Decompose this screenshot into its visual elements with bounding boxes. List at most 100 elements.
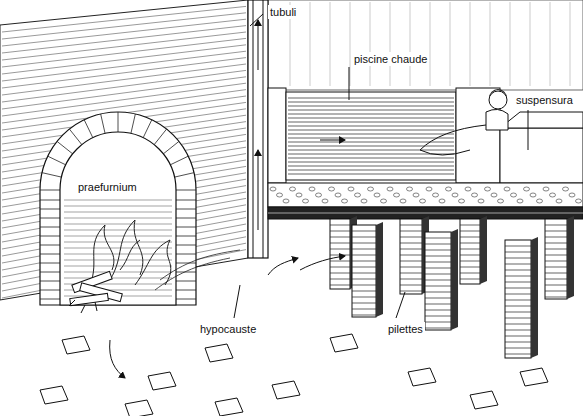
pilette-brick-joint: [505, 270, 531, 271]
pilette-brick-joint: [330, 231, 350, 232]
mortar-stone: [498, 199, 504, 203]
wall-tile-line: [310, 2, 311, 86]
pilette-side: [451, 229, 458, 330]
pilette-brick-joint: [425, 310, 451, 311]
jamb-brick-joint: [176, 263, 196, 264]
fire: [90, 220, 240, 290]
pilette-brick-joint: [425, 262, 451, 263]
opening-hatch: [64, 212, 172, 213]
jamb-brick-joint: [176, 299, 196, 300]
pilette-brick-joint: [505, 306, 531, 307]
arch-brick-joint: [57, 141, 73, 153]
pilette-brick-joint: [460, 237, 480, 238]
arch-brick-joint: [175, 173, 194, 177]
pilette-brick-joint: [460, 261, 480, 262]
pilette-brick-joint: [352, 255, 376, 256]
wall-hatch-line: [2, 6, 246, 32]
pilette-brick-joint: [400, 243, 422, 244]
wall-hatch-line: [2, 58, 246, 88]
pilette-brick-joint: [425, 292, 451, 293]
pilette-brick-joint: [330, 255, 350, 256]
pilette-brick-joint: [505, 258, 531, 259]
pilette-brick-joint: [460, 243, 480, 244]
jamb-brick-joint: [40, 281, 60, 282]
air-arrows: [110, 140, 345, 378]
jamb-brick-joint: [176, 254, 196, 255]
pilette-brick-joint: [505, 294, 531, 295]
water-line: [288, 146, 454, 147]
floor-tile: [520, 368, 548, 386]
mortar-stone: [511, 193, 517, 197]
mortar-stone: [368, 187, 374, 191]
floor-tile: [408, 368, 436, 386]
water-line: [288, 118, 454, 119]
jamb-brick-joint: [40, 245, 60, 246]
pilette-brick-joint: [352, 285, 376, 286]
wall-hatch-line: [2, 83, 246, 116]
mortar-stone: [524, 187, 530, 191]
floor-tile: [470, 391, 498, 409]
pilette-brick-joint: [330, 249, 350, 250]
arch-brick-joint: [176, 190, 196, 191]
pilette-brick-joint: [400, 285, 422, 286]
pilette-brick-joint: [545, 249, 567, 250]
wall-tile-line: [330, 2, 331, 86]
mortar-stone: [576, 199, 582, 203]
pilette-brick-joint: [425, 268, 451, 269]
pilette-brick-joint: [352, 315, 376, 316]
pilette-brick-joint: [505, 288, 531, 289]
pilette-brick-joint: [505, 246, 531, 247]
pilette-brick-joint: [460, 255, 480, 256]
jamb-brick-joint: [40, 209, 60, 210]
arch-brick-joint: [101, 114, 105, 133]
pilette-brick-joint: [425, 316, 451, 317]
pilette-brick-joint: [400, 249, 422, 250]
arch-brick-joint: [170, 156, 188, 165]
jamb-brick-joint: [176, 236, 196, 237]
mortar-stone: [277, 193, 283, 197]
pilette-column: [330, 219, 350, 289]
opening-hatch: [64, 278, 172, 279]
mortar-stone: [342, 199, 348, 203]
pilette-brick-joint: [330, 261, 350, 262]
pilette-brick-joint: [425, 238, 451, 239]
mortar-stone: [569, 193, 575, 197]
jamb-brick-joint: [176, 281, 196, 282]
pilette-brick-joint: [352, 243, 376, 244]
water-line: [288, 174, 454, 175]
mortar-stone: [374, 193, 380, 197]
pilette-brick-joint: [425, 250, 451, 251]
arch-brick-joint: [131, 114, 135, 133]
jamb-brick-joint: [40, 200, 60, 201]
pilette-brick-joint: [460, 267, 480, 268]
pilette-brick-joint: [505, 342, 531, 343]
floor-tiles: [40, 334, 548, 416]
mortar-stone: [433, 193, 439, 197]
pilette-column: [545, 219, 567, 299]
pilette-side: [567, 216, 574, 299]
water-line: [288, 110, 454, 111]
arch-brick-joint: [84, 120, 93, 138]
pilette-brick-joint: [330, 279, 350, 280]
pilette-brick-joint: [505, 336, 531, 337]
pilette-brick-joint: [505, 252, 531, 253]
pilette-brick-joint: [460, 225, 480, 226]
arch-brick-joint: [163, 141, 179, 153]
pilette-brick-joint: [352, 249, 376, 250]
pilette-brick-joint: [425, 256, 451, 257]
wall-tile-line: [370, 2, 371, 86]
wall-tile-line: [390, 2, 391, 86]
pilette-brick-joint: [505, 312, 531, 313]
mortar-stone: [329, 187, 335, 191]
pilette-brick-joint: [505, 264, 531, 265]
mortar-stone: [563, 187, 569, 191]
pilette-brick-joint: [545, 297, 567, 298]
jamb-brick-joint: [176, 200, 196, 201]
pilette-brick-joint: [425, 298, 451, 299]
mortar-stone: [290, 187, 296, 191]
pilette-brick-joint: [330, 225, 350, 226]
mortar-stone: [296, 193, 302, 197]
pilette-brick-joint: [352, 291, 376, 292]
arch-brick-joint: [69, 129, 81, 145]
